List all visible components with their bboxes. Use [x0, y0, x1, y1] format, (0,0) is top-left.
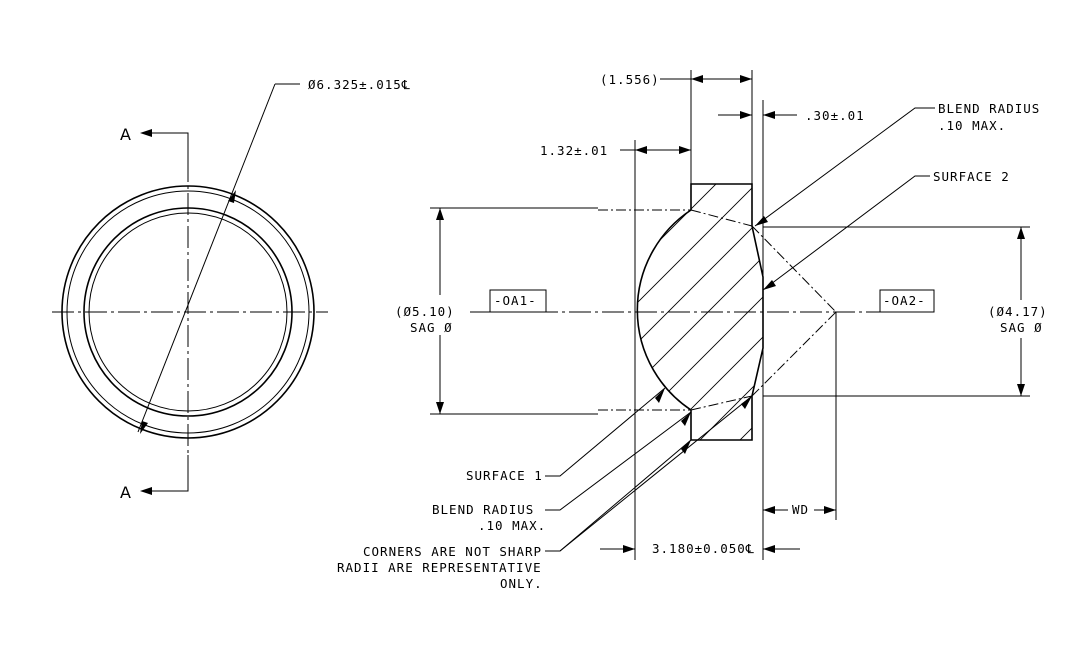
- datum-oa1: -OA1-: [494, 293, 537, 308]
- section-line-top: [150, 132, 189, 170]
- corners-leader-2: [559, 395, 753, 552]
- section-view: [430, 70, 1030, 560]
- corners-leader-1: [545, 439, 692, 552]
- section-label-bottom: A: [120, 483, 131, 502]
- diameter-arrow-lower: [140, 421, 148, 434]
- section-label-top: A: [120, 125, 131, 144]
- blend-radius-bottom-leader: [545, 411, 692, 511]
- datum-oa1-box: [489, 289, 547, 313]
- section-arrow-bottom: [140, 487, 152, 495]
- sag-right-label: SAG Ø: [1000, 320, 1043, 335]
- outer-diameter-label: Ø6.325±.015℄: [308, 77, 411, 92]
- blend-radius-top-label-2: .10 MAX.: [938, 118, 1006, 133]
- blend-radius-top-leader: [754, 107, 935, 227]
- section-arrow-top: [140, 129, 152, 137]
- front-view: [52, 83, 328, 495]
- note-line-1: CORNERS ARE NOT SHARP: [363, 544, 542, 559]
- blend-radius-bottom-label-1: BLEND RADIUS: [432, 502, 534, 517]
- focus-ray-upper: [751, 225, 837, 313]
- sag-left-label: SAG Ø: [410, 320, 453, 335]
- dim-working-distance: WD: [792, 502, 809, 517]
- lens-profile: [636, 183, 764, 441]
- surface-2-label: SURFACE 2: [933, 169, 1010, 184]
- section-hatch: [637, 184, 763, 440]
- diameter-arrow-upper: [228, 190, 236, 203]
- blend-radius-bottom-label-2: .10 MAX.: [478, 518, 546, 533]
- sag-right-diameter: (Ø4.17): [988, 304, 1048, 319]
- surface-2-leader: [762, 175, 930, 291]
- surface-1-label: SURFACE 1: [466, 468, 543, 483]
- blend-radius-top-label-1: BLEND RADIUS: [938, 101, 1040, 116]
- surface-1-leader: [545, 387, 666, 477]
- sag-left-diameter: (Ø5.10): [395, 304, 455, 319]
- section-line-bottom: [150, 455, 189, 492]
- datum-oa2-box: [879, 289, 935, 313]
- note-line-3: ONLY.: [500, 576, 543, 591]
- datum-oa2: -OA2-: [883, 293, 926, 308]
- focus-ray-lower: [751, 311, 837, 397]
- dim-overall-ref: (1.556): [600, 72, 660, 87]
- dim-front-thickness: 1.32±.01: [540, 143, 608, 158]
- dim-rim-thickness: .30±.01: [805, 108, 865, 123]
- dim-total-length: 3.180±0.050℄: [652, 541, 755, 556]
- note-line-2: RADII ARE REPRESENTATIVE: [337, 560, 542, 575]
- diameter-leader: [137, 83, 276, 433]
